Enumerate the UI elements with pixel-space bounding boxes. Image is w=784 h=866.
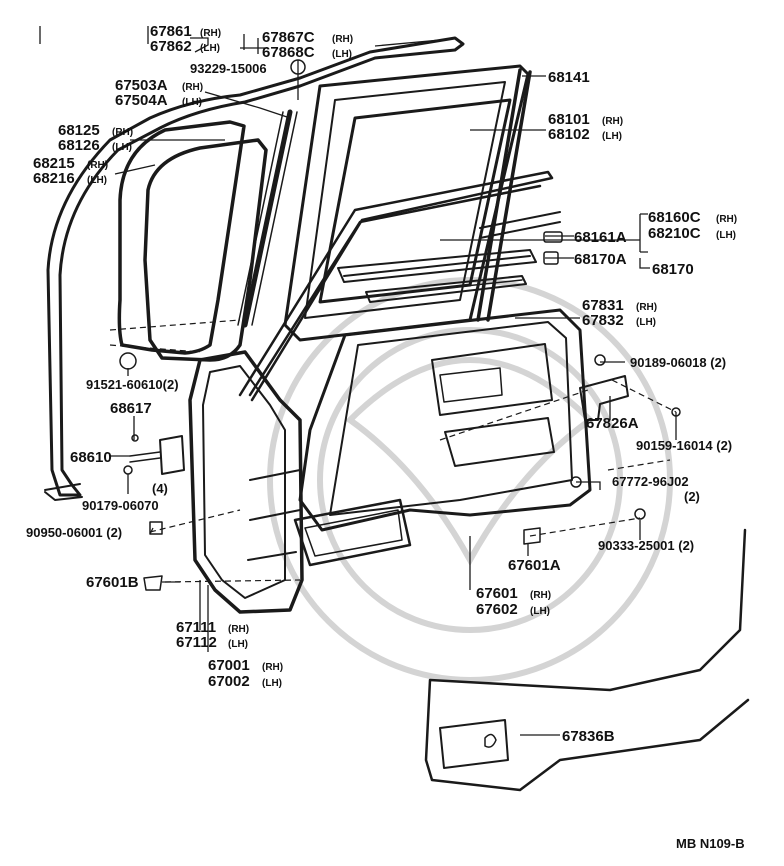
label-67832-side: (LH)	[636, 317, 656, 328]
label-67831-side: (RH)	[636, 302, 657, 313]
label-67868c: 67868C	[262, 44, 315, 61]
watermark-emblem	[267, 277, 673, 683]
label-67867c: 67867C	[262, 29, 315, 46]
label-90189: 90189-06018 (2)	[630, 355, 726, 370]
label-67772-qty: (2)	[684, 489, 700, 504]
label-68215: 68215	[33, 155, 75, 172]
label-67002-side: (LH)	[262, 678, 282, 689]
label-67602: 67602	[476, 601, 518, 618]
label-90159: 90159-16014 (2)	[636, 438, 732, 453]
label-67503a: 67503A	[115, 77, 168, 94]
label-67504a: 67504A	[115, 92, 168, 109]
label-68125-side: (RH)	[112, 127, 133, 138]
label-68216-side: (LH)	[87, 175, 107, 186]
label-68210c: 68210C	[648, 225, 701, 242]
label-67868c-side: (LH)	[332, 49, 352, 60]
label-67836b: 67836B	[562, 728, 615, 745]
label-67862: 67862	[150, 38, 192, 55]
label-67002: 67002	[208, 673, 250, 690]
label-68170: 68170	[652, 261, 694, 278]
label-68161a: 68161A	[574, 229, 627, 246]
label-67862-side: (LH)	[200, 43, 220, 54]
label-90179: 90179-06070	[82, 498, 159, 513]
label-90950: 90950-06001 (2)	[26, 525, 122, 540]
label-68216: 68216	[33, 170, 75, 187]
label-67504a-side: (LH)	[182, 97, 202, 108]
label-67112: 67112	[176, 634, 217, 651]
label-67602-side: (LH)	[530, 606, 550, 617]
label-68102: 68102	[548, 126, 590, 143]
label-67111: 67111	[176, 619, 216, 636]
label-67601b: 67601B	[86, 574, 139, 591]
label-67601: 67601	[476, 585, 518, 602]
label-67832: 67832	[582, 312, 624, 329]
label-93229: 93229-15006	[190, 61, 267, 76]
label-68126: 68126	[58, 137, 100, 154]
label-67826a: 67826A	[586, 415, 639, 432]
label-67831: 67831	[582, 297, 624, 314]
label-67001-side: (RH)	[262, 662, 283, 673]
label-68170a: 68170A	[574, 251, 627, 268]
diagram-reference: MB N109-B	[676, 836, 745, 851]
label-67112-side: (LH)	[228, 639, 248, 650]
label-67001: 67001	[208, 657, 250, 674]
label-67503a-side: (RH)	[182, 82, 203, 93]
label-67861-side: (RH)	[200, 28, 221, 39]
label-67111-side: (RH)	[228, 624, 249, 635]
label-68126-side: (LH)	[112, 142, 132, 153]
label-68610: 68610	[70, 449, 112, 466]
label-68141: 68141	[548, 69, 590, 86]
label-67601-side: (RH)	[530, 590, 551, 601]
label-68160c: 68160C	[648, 209, 701, 226]
label-68101-side: (RH)	[602, 116, 623, 127]
label-68102-side: (LH)	[602, 131, 622, 142]
label-68210c-side: (LH)	[716, 230, 736, 241]
label-90333: 90333-25001 (2)	[598, 538, 694, 553]
label-68101: 68101	[548, 111, 590, 128]
label-68125: 68125	[58, 122, 100, 139]
label-68160c-side: (RH)	[716, 214, 737, 225]
label-67861: 67861	[150, 23, 192, 40]
label-67772: 67772-96J02	[612, 474, 689, 489]
label-qty-4: (4)	[152, 481, 168, 496]
label-68215-side: (RH)	[87, 160, 108, 171]
label-67867c-side: (RH)	[332, 34, 353, 45]
label-68617: 68617	[110, 400, 152, 417]
label-67601a: 67601A	[508, 557, 561, 574]
label-91521: 91521-60610(2)	[86, 377, 179, 392]
